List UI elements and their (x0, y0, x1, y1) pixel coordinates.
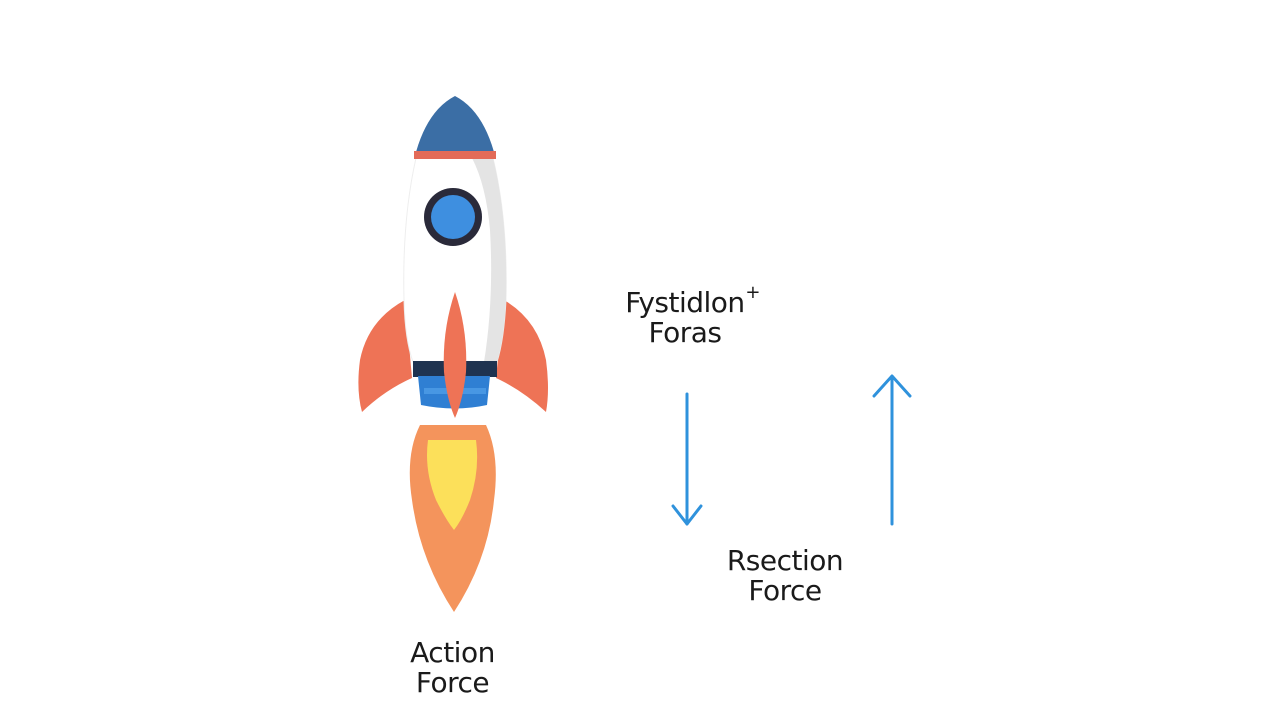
left-fin (358, 300, 412, 412)
reaction-force-label-line1: Rsection (726, 544, 844, 577)
reaction-force-label: Rsection Force (705, 546, 865, 606)
action-force-label-line2: Force (415, 666, 490, 699)
top-force-label-line1: Fystidlon (625, 286, 745, 319)
reaction-force-label-line2: Force (748, 574, 822, 607)
nose-cone (416, 96, 494, 152)
top-force-label-line2: Foras (648, 316, 723, 349)
center-fin (443, 292, 467, 418)
plus-mark: + (745, 282, 760, 303)
window-glass (431, 195, 475, 239)
arrow-down-icon (671, 392, 703, 526)
nose-band (414, 151, 496, 159)
arrow-up-icon (872, 374, 912, 526)
rocket-body-shadow (472, 158, 507, 362)
flame-inner (427, 440, 478, 530)
top-force-label: Fystidlon Foras + (600, 284, 770, 349)
rocket-icon (358, 96, 548, 612)
action-force-label-line1: Action (410, 636, 495, 669)
action-force-label: Action Force (375, 638, 530, 698)
right-fin (496, 300, 548, 412)
